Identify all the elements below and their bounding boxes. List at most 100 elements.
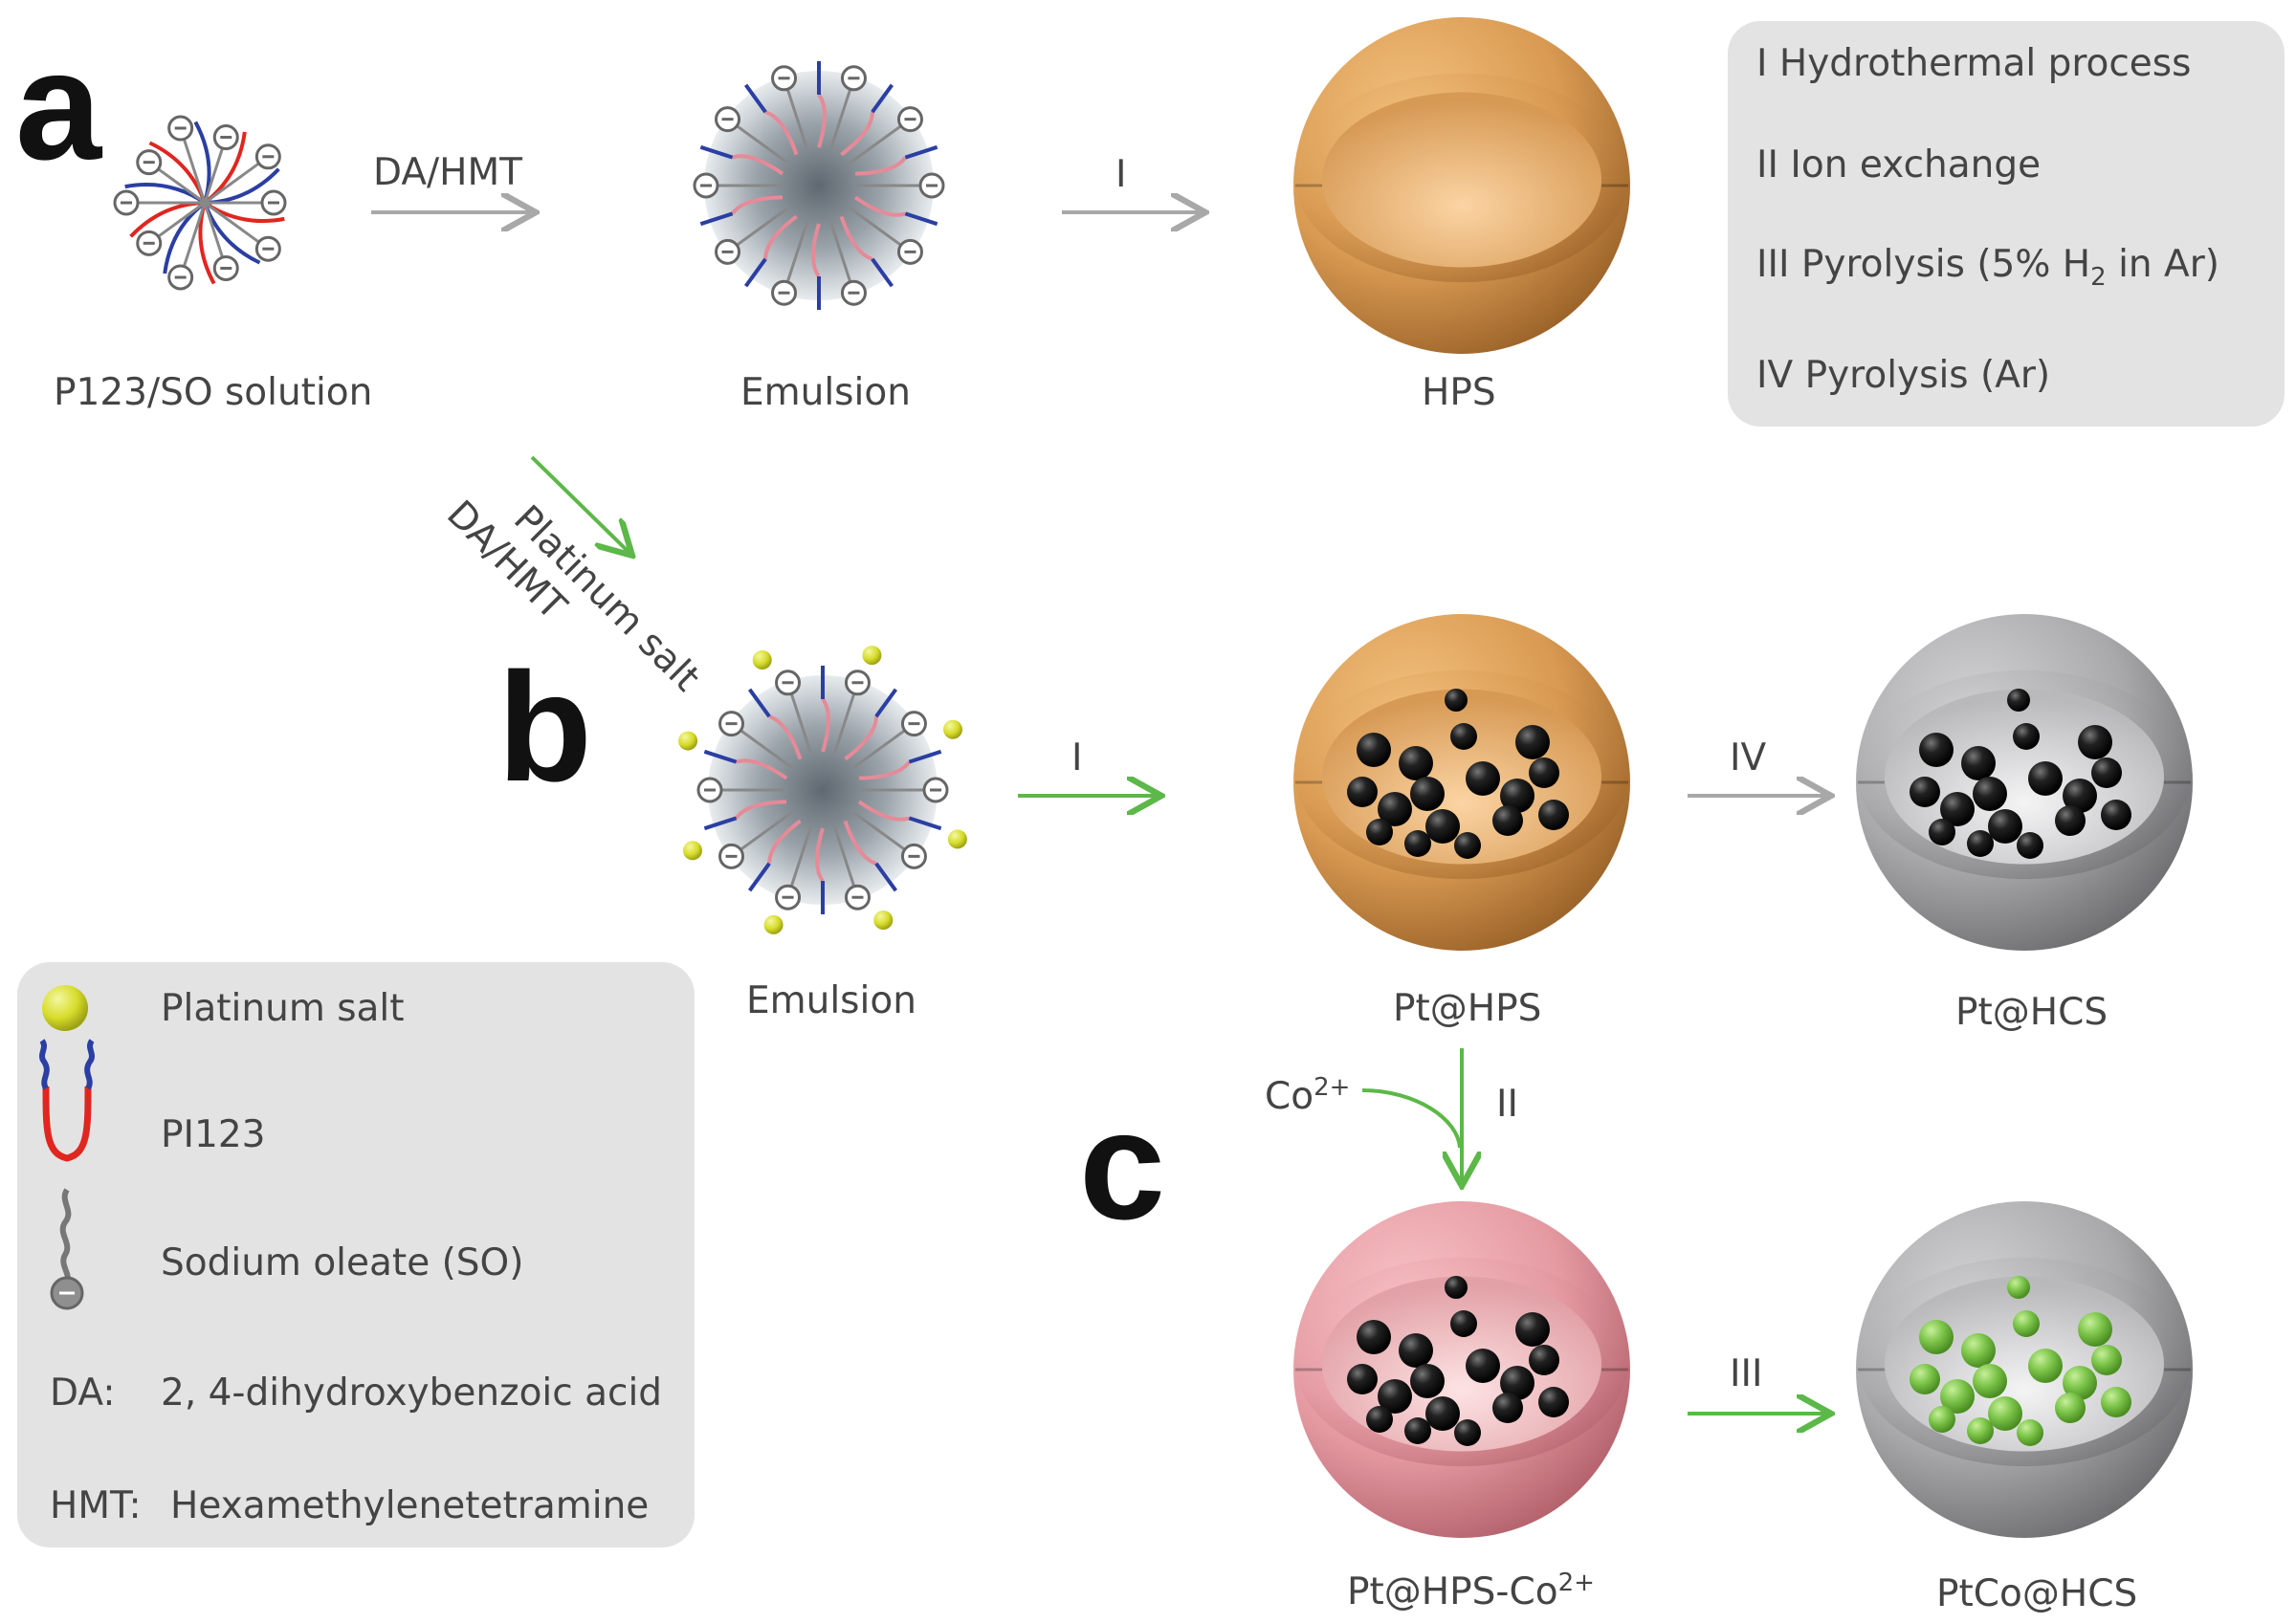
nanoparticle: [2055, 1393, 2086, 1423]
platinum-salt-icon: [42, 985, 88, 1031]
nanoparticle: [1919, 1320, 1954, 1354]
nanoparticle: [2013, 723, 2040, 750]
nanoparticle: [1454, 832, 1481, 859]
arrow-platinum-salt-diagonal: [530, 455, 629, 553]
pi123-icon: [39, 1039, 95, 1162]
step-iii-text: III Pyrolysis (5% H: [1756, 243, 2091, 286]
arrow-label-da-hmt: DA/HMT: [373, 151, 522, 194]
label-hps: HPS: [1422, 371, 1496, 414]
process-steps-box: I Hydrothermal process II Ion exchange I…: [1728, 21, 2285, 427]
nanoparticle: [1500, 779, 1534, 813]
nanoparticle: [1538, 800, 1569, 830]
nanoparticle: [2013, 1310, 2040, 1337]
step-ii-ion-exchange: II Ion exchange: [1756, 143, 2042, 187]
nanoparticle: [2101, 1387, 2131, 1417]
panel-label-c: c: [1079, 1079, 1166, 1252]
legend-box: Platinum salt PI123 Sodium oleate (SO) D…: [17, 962, 695, 1547]
nanoparticle: [1988, 1396, 2022, 1431]
arrow-label-step-iv: IV: [1730, 736, 1767, 779]
label-emulsion-a: Emulsion: [740, 371, 911, 414]
hollow-sphere-pt-hcs: [1856, 614, 2193, 951]
label-p123-so-solution: P123/SO solution: [54, 371, 373, 414]
legend-platinum-salt: Platinum salt: [161, 987, 405, 1030]
nanoparticle: [1425, 1396, 1460, 1431]
label-pt-hcs: Pt@HCS: [1955, 991, 2108, 1034]
nanoparticle: [2078, 1312, 2112, 1347]
arrow-co2plus-feed: [1361, 1088, 1462, 1149]
nanoparticle: [1973, 1364, 2007, 1398]
nanoparticle: [1961, 1333, 1996, 1368]
panel-label-a: a: [15, 19, 102, 192]
nanoparticle: [1967, 830, 1994, 857]
legend-hmt-key: HMT:: [50, 1484, 142, 1527]
nanoparticle: [1919, 733, 1954, 767]
arrow-label-co-charge: 2+: [1314, 1073, 1351, 1102]
nanoparticle: [1404, 1417, 1431, 1444]
hollow-sphere-ptco-hcs: [1856, 1201, 2193, 1538]
nanoparticle: [1538, 1387, 1569, 1417]
legend-pi123: PI123: [161, 1113, 266, 1156]
arrow-label-step-i: I: [1115, 153, 1127, 196]
nanoparticle: [1378, 792, 1412, 826]
nanoparticle: [1454, 1419, 1481, 1446]
nanoparticle: [1399, 746, 1433, 780]
arrow-label-step-i-b: I: [1071, 736, 1083, 779]
label-pt-hps-co2plus: Pt@HPS-Co2+: [1347, 1569, 1595, 1613]
nanoparticle: [1940, 1379, 1975, 1414]
nanoparticle: [1466, 1349, 1500, 1383]
nanoparticle: [1410, 1364, 1445, 1398]
nanoparticle: [1961, 746, 1996, 780]
nanoparticle: [2007, 1276, 2030, 1299]
step-i-hydrothermal: I Hydrothermal process: [1756, 42, 2192, 85]
nanoparticle: [2063, 779, 2097, 813]
nanoparticle: [1450, 1310, 1477, 1337]
legend-da-key: DA:: [50, 1372, 116, 1415]
emulsion-droplet-a: [693, 61, 945, 310]
legend-sodium-oleate: Sodium oleate (SO): [161, 1241, 524, 1284]
sodium-oleate-icon: [50, 1188, 84, 1310]
nanoparticle: [1529, 1345, 1559, 1375]
nanoparticle: [2091, 757, 2122, 788]
nanoparticle: [2017, 1419, 2043, 1446]
label-ptco-hcs: PtCo@HCS: [1936, 1572, 2138, 1615]
arrow-label-step-iii: III: [1730, 1352, 1763, 1395]
nanoparticle: [1529, 757, 1559, 788]
nanoparticle: [2028, 761, 2063, 796]
arrow-label-co2plus: Co2+: [1265, 1073, 1350, 1118]
nanoparticle: [1492, 805, 1523, 836]
nanoparticle: [1450, 723, 1477, 750]
nanoparticle: [1515, 1312, 1550, 1347]
hollow-sphere-pt-hps-co2plus: [1293, 1201, 1630, 1538]
nanoparticle: [1445, 689, 1468, 712]
nanoparticle: [1929, 819, 1955, 845]
nanoparticle: [1357, 733, 1391, 767]
arrow-label-co-base: Co: [1265, 1075, 1314, 1118]
nanoparticle: [1910, 1364, 1940, 1394]
legend-da-value: 2, 4-dihydroxybenzoic acid: [161, 1372, 663, 1415]
step-iii-text-end: in Ar): [2106, 243, 2219, 286]
nanoparticle: [1515, 725, 1550, 759]
nanoparticle: [1404, 830, 1431, 857]
nanoparticle: [1445, 1276, 1468, 1299]
arrow-label-step-ii: II: [1496, 1083, 1519, 1126]
nanoparticle: [1967, 1417, 1994, 1444]
nanoparticle: [1929, 1406, 1955, 1433]
nanoparticle: [1357, 1320, 1391, 1354]
panel-label-b: b: [497, 641, 592, 814]
nanoparticle: [1466, 761, 1500, 796]
nanoparticle: [2017, 832, 2043, 859]
emulsion-droplet-b-with-platinum-salt: [678, 646, 967, 934]
nanoparticle: [1410, 777, 1445, 811]
nanoparticle: [2063, 1366, 2097, 1400]
hollow-polymer-sphere-hps: [1293, 17, 1630, 354]
step-iii-pyrolysis-h2: III Pyrolysis (5% H2 in Ar): [1756, 243, 2219, 292]
nanoparticle: [2007, 689, 2030, 712]
nanoparticle: [1940, 792, 1975, 826]
nanoparticle: [1988, 809, 2022, 844]
nanoparticle: [1910, 777, 1940, 807]
legend-hmt-value: Hexamethylenetetramine: [170, 1484, 650, 1527]
micelle-p123-so: [113, 115, 287, 291]
hollow-sphere-pt-hps: [1293, 614, 1630, 951]
nanoparticle: [1366, 1406, 1393, 1433]
